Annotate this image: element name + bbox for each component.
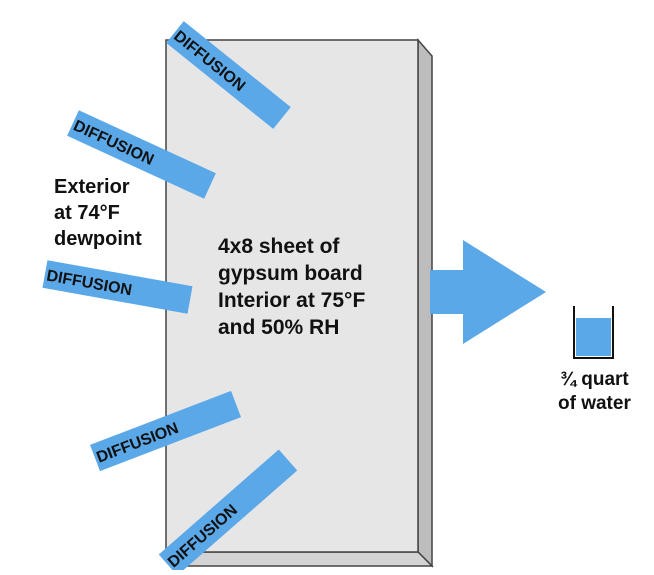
board-line-4: and 50% RH: [218, 316, 340, 339]
water-fill: [576, 318, 611, 356]
exterior-line-1: Exterior: [54, 176, 130, 198]
water-line-2: of water: [558, 393, 631, 414]
gypsum-board-bottom: [164, 551, 434, 567]
exterior-line-3: dewpoint: [54, 228, 142, 250]
gypsum-board-edge: [417, 38, 433, 568]
water-line-1: ¾ quart: [560, 369, 629, 390]
board-line-2: gypsum board: [218, 262, 363, 285]
water-label: ¾ quart of water: [558, 368, 631, 416]
board-line-1: 4x8 sheet of: [218, 235, 340, 258]
container-outline: [573, 306, 614, 359]
moisture-flow-arrow: [430, 240, 546, 344]
board-label: 4x8 sheet of gypsum board Interior at 75…: [218, 233, 365, 341]
exterior-line-2: at 74°F: [54, 202, 120, 224]
water-container: [573, 306, 614, 359]
exterior-label: Exterior at 74°F dewpoint: [54, 174, 142, 252]
board-line-3: Interior at 75°F: [218, 289, 366, 312]
